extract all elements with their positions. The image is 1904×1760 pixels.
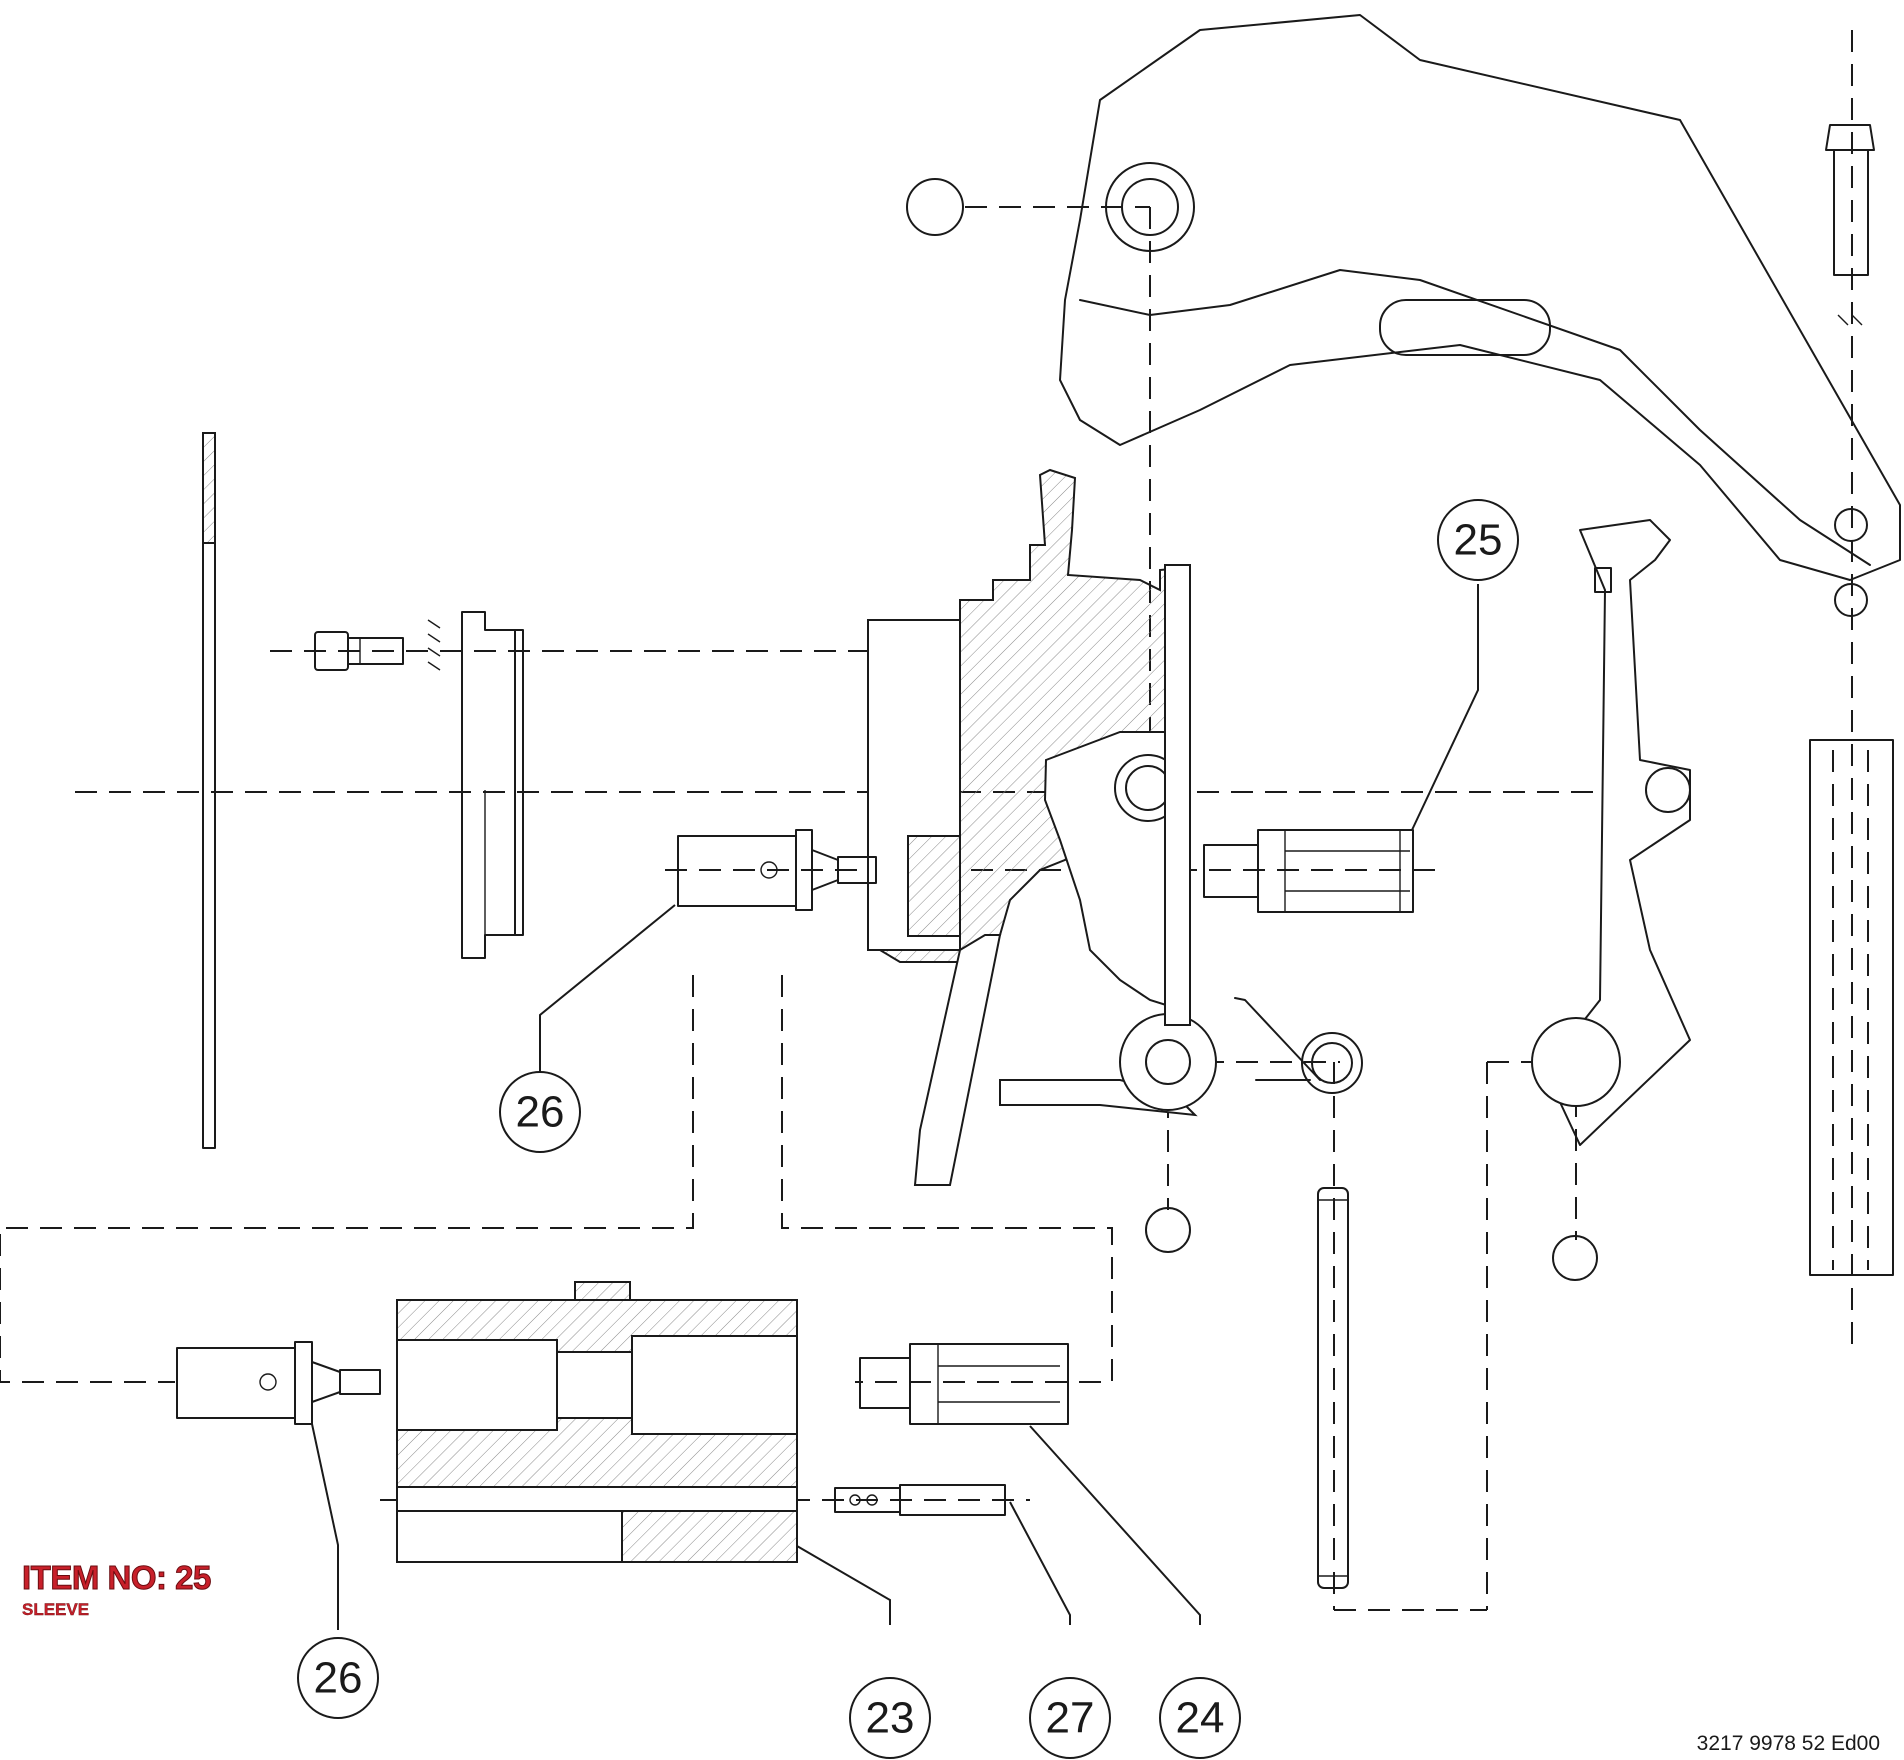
sleeve-item-25	[1203, 829, 1414, 913]
item-number-callout: ITEM NO: 25	[22, 1559, 212, 1596]
cap-screw	[314, 619, 441, 671]
circlips	[906, 178, 1598, 1281]
document-number: 3217 9978 52 Ed00	[1696, 1732, 1880, 1755]
leader-lines	[311, 584, 1479, 1630]
tube-right	[1809, 739, 1894, 1276]
thin-plate	[202, 432, 216, 1149]
svg-text:26: 26	[314, 1654, 363, 1703]
bracket-right	[1531, 519, 1691, 1146]
lever-arm	[1059, 14, 1901, 617]
balloon-26-upper: 26	[499, 1071, 581, 1153]
pin-upper	[677, 829, 877, 911]
hex-bolt	[1825, 124, 1875, 326]
pin-lower	[176, 1341, 381, 1425]
balloon-23: 23	[849, 1677, 931, 1759]
valve-block-item-23	[396, 1281, 798, 1563]
item-name-callout: SLEEVE	[22, 1600, 90, 1619]
ring-flange	[461, 611, 524, 959]
svg-text:25: 25	[1454, 516, 1503, 565]
svg-text:26: 26	[516, 1088, 565, 1137]
long-rod	[1317, 1187, 1349, 1589]
torsion-spring	[1234, 997, 1363, 1094]
small-pin-item-27	[834, 1484, 1006, 1516]
sleeve-item-24	[859, 1343, 1069, 1425]
balloon-25: 25	[1437, 499, 1519, 581]
main-housing	[867, 468, 1217, 1186]
svg-text:27: 27	[1046, 1694, 1095, 1743]
balloon-26-lower: 26	[297, 1637, 379, 1719]
balloon-24: 24	[1159, 1677, 1241, 1759]
svg-text:23: 23	[866, 1694, 915, 1743]
balloon-27: 27	[1029, 1677, 1111, 1759]
svg-text:24: 24	[1176, 1694, 1225, 1743]
